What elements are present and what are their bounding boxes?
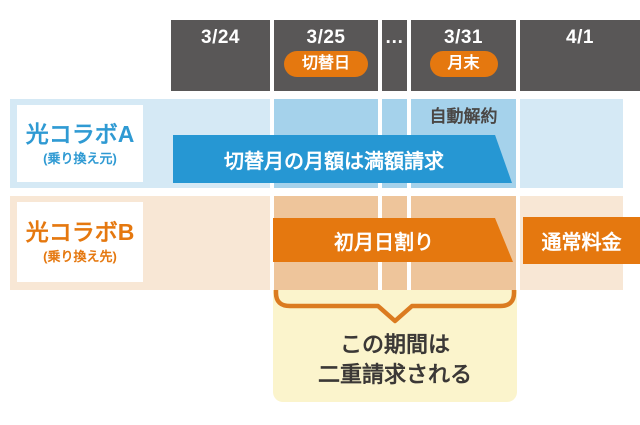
provider-a-full-charge-banner: 切替月の月額は満額請求 bbox=[173, 135, 512, 183]
brace-icon bbox=[273, 290, 517, 324]
callout-line1: この期間は bbox=[339, 332, 450, 357]
provider-a-subtitle: (乗り換え元) bbox=[43, 150, 117, 166]
month-end-badge: 月末 bbox=[429, 51, 498, 77]
ellipsis-label: … bbox=[384, 27, 405, 48]
column-gap bbox=[270, 196, 274, 290]
provider-b-banner-text: 初月日割り bbox=[334, 231, 434, 254]
normal-fee-box: 通常料金 bbox=[523, 217, 640, 264]
provider-a-label: 光コラボA (乗り換え元) bbox=[17, 105, 143, 182]
provider-b-name: 光コラボB bbox=[25, 219, 135, 245]
timeline-column-4-1: 4/1 bbox=[520, 20, 640, 91]
timeline-column-3-25: 3/25 切替日 bbox=[274, 20, 378, 91]
provider-b-prorated-banner: 初月日割り bbox=[273, 218, 513, 262]
provider-a-name: 光コラボA bbox=[25, 120, 135, 147]
auto-cancel-note: 自動解約 bbox=[429, 107, 498, 126]
column-gap bbox=[516, 99, 520, 188]
timeline-column-3-31: 3/31 月末 bbox=[411, 20, 516, 91]
date-label: 3/25 bbox=[306, 27, 346, 48]
double-billing-callout: この期間は 二重請求される bbox=[273, 290, 517, 402]
provider-b-subtitle: (乗り換え先) bbox=[43, 249, 117, 264]
date-label: 3/31 bbox=[444, 27, 483, 48]
switch-day-badge: 切替日 bbox=[284, 51, 368, 77]
normal-fee-text: 通常料金 bbox=[541, 232, 622, 254]
timeline-column-3-24: 3/24 bbox=[171, 20, 270, 91]
date-label: 4/1 bbox=[566, 27, 594, 48]
callout-line2: 二重請求される bbox=[317, 362, 472, 387]
column-gap bbox=[516, 196, 520, 290]
provider-a-banner-text: 切替月の月額は満額請求 bbox=[224, 150, 444, 173]
provider-b-label: 光コラボB (乗り換え先) bbox=[17, 202, 143, 282]
date-label: 3/24 bbox=[201, 27, 240, 48]
timeline-column-ellipsis: … bbox=[382, 20, 407, 91]
